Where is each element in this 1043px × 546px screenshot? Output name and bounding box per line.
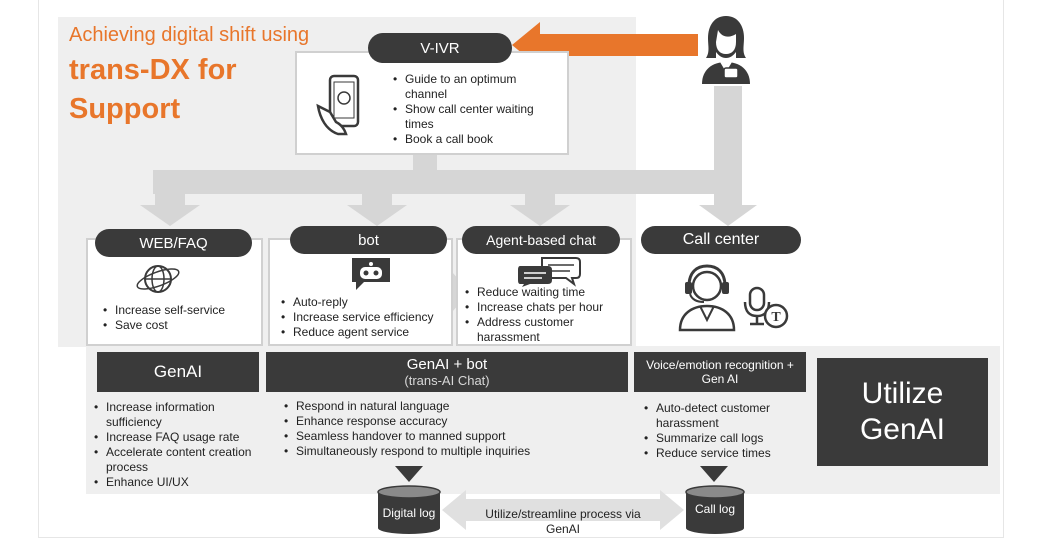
voice-emotion-label: Voice/emotion recognition + Gen AI — [646, 358, 794, 386]
list-item: Enhance UI/UX — [92, 475, 264, 490]
list-item: Increase self-service — [101, 303, 261, 318]
agent-chat-label: Agent-based chat — [462, 226, 620, 254]
call-log-label: Call log — [694, 502, 736, 516]
utilize-genai-line-2: GenAI — [859, 413, 946, 446]
customer-person-icon — [702, 16, 750, 84]
list-item: Address customer harassment — [463, 315, 631, 345]
agent-chat-benefit-list: Reduce waiting time Increase chats per h… — [463, 285, 631, 345]
vivr-benefit-list: Guide to an optimum channel Show call ce… — [391, 72, 561, 147]
distributor-bar — [153, 170, 742, 194]
arrow-chat — [510, 190, 570, 226]
list-item: Guide to an optimum channel — [391, 72, 561, 102]
bot-label: bot — [290, 226, 447, 254]
list-item: Reduce waiting time — [463, 285, 631, 300]
genai-benefit-list: Increase information sufficiency Increas… — [92, 400, 264, 490]
list-item: Increase FAQ usage rate — [92, 430, 264, 445]
bot-benefit-list: Auto-reply Increase service efficiency R… — [279, 295, 449, 340]
arrow-bot — [347, 190, 407, 226]
call-center-label: Call center — [641, 226, 801, 254]
list-item: Increase chats per hour — [463, 300, 631, 315]
arrow-to-call-log — [700, 466, 728, 482]
voice-emotion-label-box: Voice/emotion recognition + Gen AI — [634, 352, 806, 392]
list-item: Reduce agent service — [279, 325, 449, 340]
genai-bot-label-box: GenAI + bot (trans-AI Chat) — [266, 352, 628, 392]
utilize-genai-box: Utilize GenAI — [817, 358, 988, 466]
list-item: Seamless handover to manned support — [282, 429, 582, 444]
list-item: Increase service efficiency — [279, 310, 449, 325]
genai-bot-benefit-list: Respond in natural language Enhance resp… — [282, 399, 582, 459]
list-item: Enhance response accuracy — [282, 414, 582, 429]
arrow-callcenter — [699, 190, 757, 226]
list-item: Book a call book — [391, 132, 561, 147]
list-item: Summarize call logs — [642, 431, 810, 446]
digital-log-label: Digital log — [382, 506, 436, 520]
title-line-1: Achieving digital shift using — [69, 24, 310, 46]
genai-label-box: GenAI — [97, 352, 259, 392]
web-faq-benefit-list: Increase self-service Save cost — [101, 303, 261, 333]
svg-text:T: T — [771, 310, 781, 325]
frame-line — [38, 0, 1004, 538]
list-item: Accelerate content creation process — [92, 445, 264, 475]
web-faq-label: WEB/FAQ — [95, 229, 252, 257]
list-item: Auto-reply — [279, 295, 449, 310]
list-item: Auto-detect customer harassment — [642, 401, 810, 431]
list-item: Respond in natural language — [282, 399, 582, 414]
list-item: Increase information sufficiency — [92, 400, 264, 430]
call-log-cylinder-icon — [685, 485, 745, 534]
list-item: Show call center waiting times — [391, 102, 561, 132]
utilize-genai-line-1: Utilize — [861, 377, 944, 410]
list-item: Reduce service times — [642, 446, 810, 461]
globe-icon — [136, 265, 180, 293]
arrow-to-digital-log — [395, 466, 423, 482]
arrow-web — [140, 190, 200, 226]
process-label: Utilize/streamline process via GenAI — [485, 507, 641, 536]
voice-to-text-icon: T — [743, 286, 789, 329]
title-line-3: Support — [69, 93, 181, 125]
chatbot-icon — [352, 258, 390, 290]
digital-log-cylinder-icon — [377, 485, 441, 534]
voice-emotion-benefit-list: Auto-detect customer harassment Summariz… — [642, 401, 810, 461]
headset-agent-icon — [678, 264, 736, 332]
list-item: Simultaneously respond to multiple inqui… — [282, 444, 582, 459]
genai-bot-label: GenAI + bot — [406, 355, 488, 373]
genai-bot-sublabel: (trans-AI Chat) — [404, 372, 490, 388]
genai-label: GenAI — [153, 362, 203, 381]
double-arrow — [442, 490, 684, 530]
vivr-label: V-IVR — [368, 33, 512, 63]
chat-bubbles-icon — [518, 257, 581, 287]
smartphone-icon — [316, 74, 360, 136]
list-item: Save cost — [101, 318, 261, 333]
title-line-2: trans-DX for — [69, 54, 237, 86]
orange-arrow — [512, 22, 698, 68]
